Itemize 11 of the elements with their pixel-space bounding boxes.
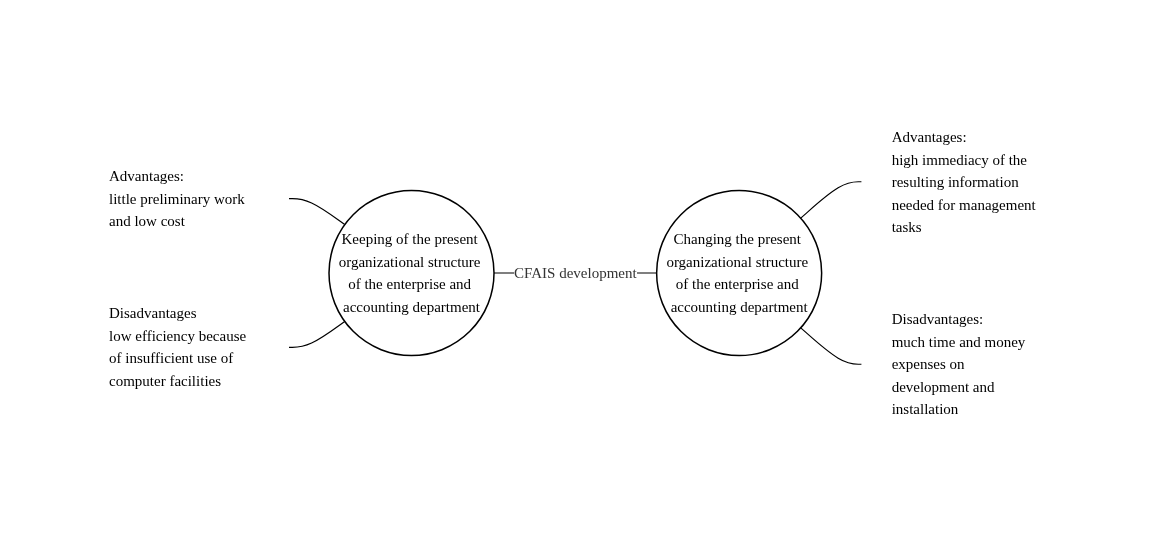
node-circle: Keeping of the present organizational structure of the enterprise and accounting department bbox=[327, 189, 495, 357]
node-text: Disadvantages: much time and money expenses on development and installation bbox=[891, 311, 1026, 417]
edge-label: CFAIS development bbox=[513, 264, 637, 281]
connector bbox=[288, 198, 345, 226]
connector bbox=[799, 327, 862, 365]
node-circle: Changing the present organizational structure of the enterprise and accounting department bbox=[655, 189, 823, 357]
node-text: Advantages: little preliminary work and low cost bbox=[108, 167, 245, 229]
connector bbox=[799, 181, 862, 219]
node-text: Disadvantages low efficiency because of insufficient use of computer facilities bbox=[108, 305, 246, 389]
node-text: Advantages: high immediacy of the resulting information needed for management tasks bbox=[891, 128, 1036, 235]
connector bbox=[288, 320, 345, 348]
